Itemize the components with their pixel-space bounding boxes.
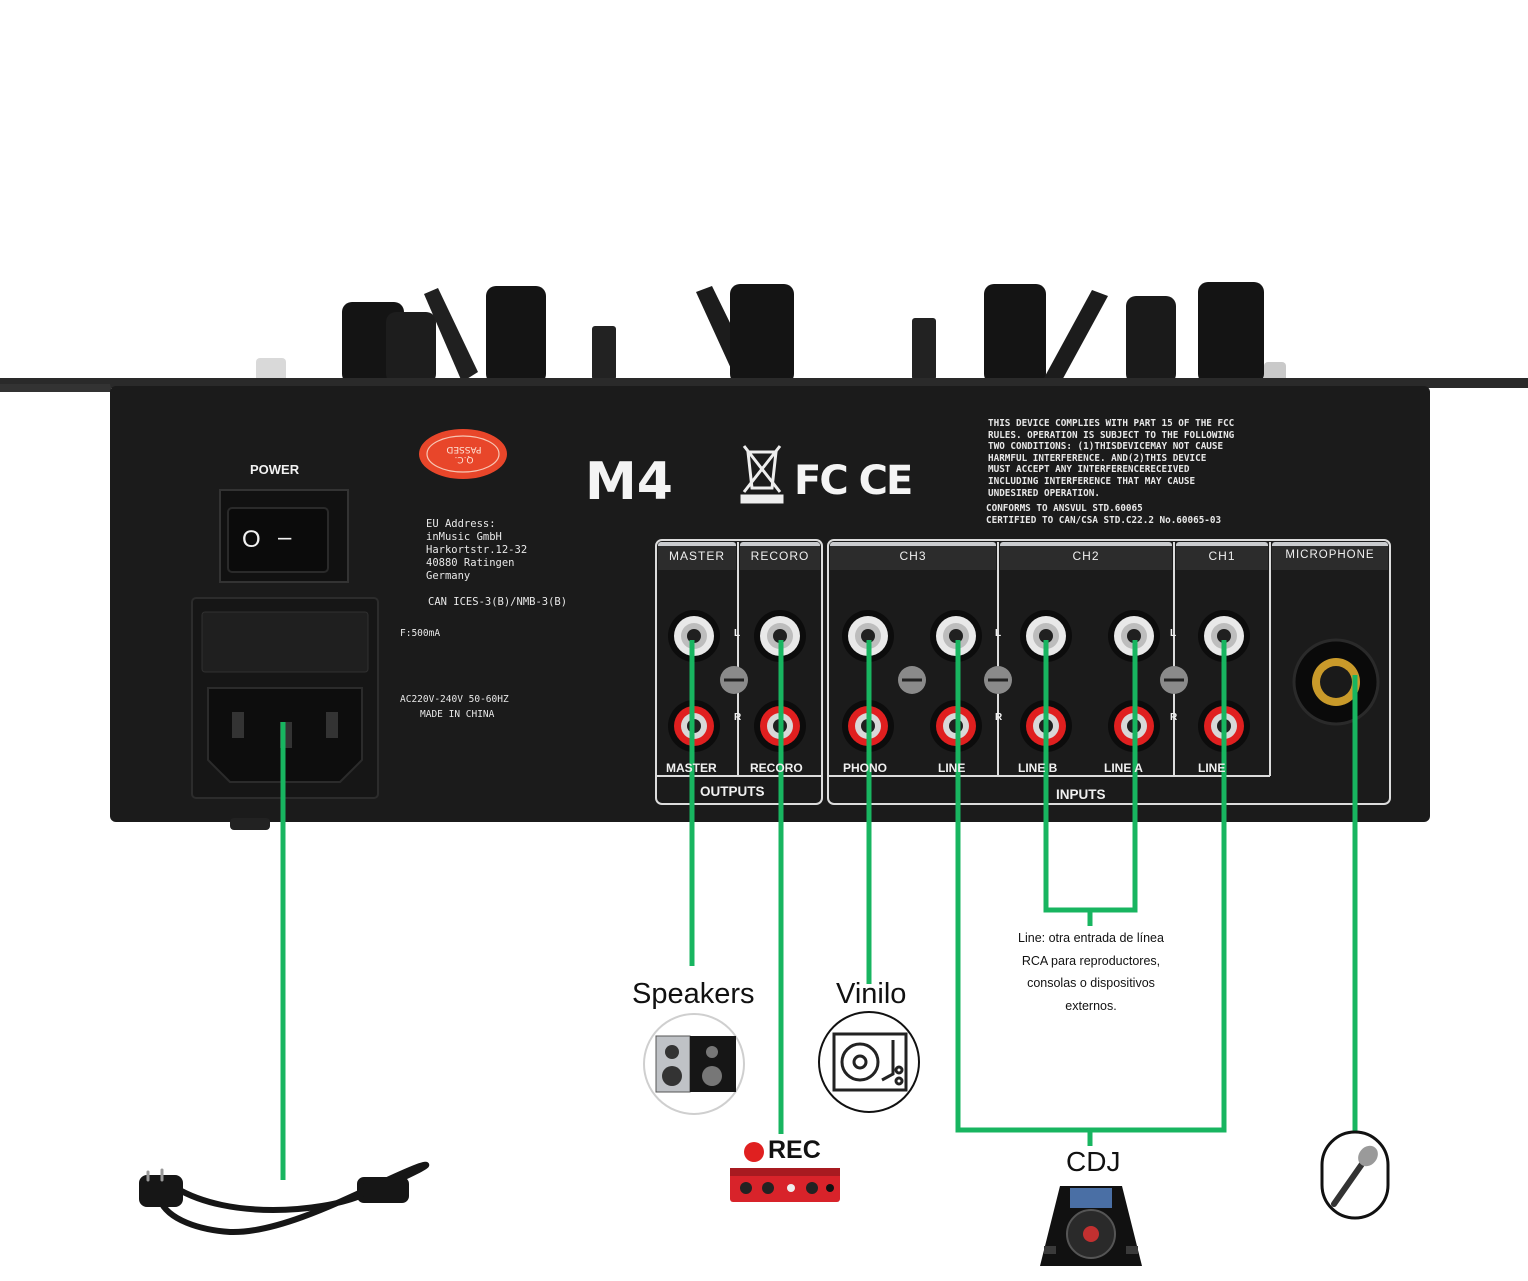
l-mark: L — [734, 628, 741, 639]
fuse-rating: F:500mA — [400, 628, 441, 639]
l-mark: L — [1170, 628, 1177, 639]
voltage-rating: AC220V-240V 50-60HZ — [400, 694, 509, 705]
jack-label-line-ch1: LINE — [1198, 761, 1226, 775]
caption-vinilo: Vinilo — [836, 978, 907, 1010]
cdj-icon — [1040, 1186, 1142, 1266]
jack-label-record: RECORO — [750, 761, 803, 775]
outputs-label: OUTPUTS — [700, 784, 765, 799]
weee-bin-icon — [740, 445, 784, 504]
section-ch2: CH2 — [1072, 549, 1100, 563]
jack-label-line-ch3: LINE — [938, 761, 966, 775]
jack-label-line-b: LINE B — [1018, 761, 1058, 775]
inputs-label: INPUTS — [1056, 787, 1106, 802]
jack-label-master: MASTER — [666, 761, 717, 775]
eu-address: EU Address: inMusic GmbH Harkortstr.12-3… — [426, 518, 528, 582]
jack-section-frames — [655, 539, 1391, 805]
jack-label-phono: PHONO — [843, 761, 888, 775]
section-microphone: MICROPHONE — [1285, 549, 1375, 561]
connection-wires — [280, 640, 1358, 1180]
mixer-rear-panel — [110, 386, 1430, 822]
mixer-top-controls — [256, 282, 1286, 384]
model-name: M4 — [585, 452, 673, 512]
caption-rec: REC — [768, 1136, 821, 1164]
conformity-text: CONFORMS TO ANSVUL STD.60065 CERTIFIED T… — [986, 503, 1222, 526]
power-label: POWER — [250, 462, 300, 477]
audio-interface-icon — [730, 1142, 840, 1202]
jack-label-line-a: LINE A — [1104, 761, 1143, 775]
caption-cdj: CDJ — [1066, 1146, 1121, 1177]
r-mark: R — [995, 712, 1003, 723]
section-record: RECORO — [750, 549, 810, 563]
line-input-note: Line: otra entrada de línea RCA para rep… — [1018, 931, 1164, 1013]
qc-passed-sticker — [419, 429, 507, 479]
turntable-icon — [818, 1011, 920, 1113]
caption-speakers: Speakers — [632, 978, 755, 1010]
made-in: MADE IN CHINA — [420, 709, 495, 720]
can-ices-text: CAN ICES-3(B)/NMB-3(B) — [428, 596, 568, 608]
ground-screws — [720, 666, 1188, 694]
r-mark: R — [734, 712, 742, 723]
fcc-compliance-text: THIS DEVICE COMPLIES WITH PART 15 OF THE… — [988, 418, 1235, 499]
switch-off-mark: O — [242, 526, 261, 553]
power-cord-icon — [139, 1161, 430, 1236]
section-ch1: CH1 — [1208, 549, 1236, 563]
qc-stamp-text: Q.C. PASSED — [446, 444, 482, 464]
speakers-icon — [643, 1013, 745, 1115]
l-mark: L — [995, 628, 1002, 639]
jack-microphone[interactable] — [1292, 638, 1380, 726]
fcc-ce-marks: FC CE — [794, 458, 913, 504]
r-mark: R — [1170, 712, 1178, 723]
section-ch3: CH3 — [899, 549, 927, 563]
section-master: MASTER — [668, 549, 725, 563]
power-switch[interactable] — [227, 507, 329, 573]
microphone-icon — [1320, 1130, 1390, 1220]
switch-on-mark: – — [278, 524, 292, 551]
rec-dot-icon — [744, 1142, 764, 1162]
rack-top-plate — [0, 378, 1528, 388]
